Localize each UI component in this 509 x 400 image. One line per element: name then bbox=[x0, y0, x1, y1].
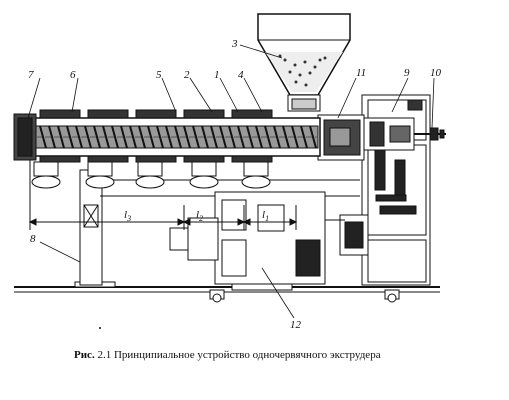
screw-flight bbox=[255, 125, 263, 149]
stray-dot bbox=[99, 327, 101, 329]
label-l2: l2 bbox=[196, 209, 203, 223]
thrust-bearing bbox=[317, 114, 365, 161]
cooling-fan bbox=[135, 161, 165, 189]
part-labels: 7 6 5 2 1 4 3 11 9 10 8 12 l3 l2 l1 bbox=[28, 38, 442, 331]
electric-motor bbox=[169, 191, 345, 291]
screw-flight bbox=[39, 125, 47, 149]
screw-flight bbox=[84, 125, 92, 149]
screw-flight bbox=[111, 125, 119, 149]
cooling-fans bbox=[31, 161, 271, 189]
caption-number: 2.1 bbox=[97, 349, 112, 361]
cooling-fan bbox=[189, 161, 219, 189]
screw-flight bbox=[93, 125, 101, 149]
screw-flight bbox=[165, 125, 173, 149]
screw-flight bbox=[300, 125, 308, 149]
drive-coupling bbox=[363, 117, 446, 151]
cooling-fan bbox=[31, 161, 61, 189]
label-12: 12 bbox=[290, 319, 302, 331]
screw-flight bbox=[192, 125, 200, 149]
screw-flight bbox=[309, 125, 317, 149]
screw-flight bbox=[282, 125, 290, 149]
label-2: 2 bbox=[184, 69, 190, 81]
leader-lines bbox=[27, 44, 435, 319]
label-l3: l3 bbox=[124, 209, 131, 223]
screw-flight bbox=[237, 125, 245, 149]
label-7: 7 bbox=[28, 69, 34, 81]
cooling-fan bbox=[85, 161, 115, 189]
label-4: 4 bbox=[238, 69, 244, 81]
screw-flight bbox=[129, 125, 137, 149]
label-5: 5 bbox=[156, 69, 162, 81]
screw-flight bbox=[183, 125, 191, 149]
caption-prefix: Рис. bbox=[74, 349, 95, 361]
label-3: 3 bbox=[231, 38, 238, 50]
hopper bbox=[257, 13, 351, 112]
screw-flight bbox=[156, 125, 164, 149]
label-11: 11 bbox=[356, 67, 366, 79]
screw-flight bbox=[120, 125, 128, 149]
label-8: 8 bbox=[30, 233, 36, 245]
screw-flight bbox=[219, 125, 227, 149]
screw-flight bbox=[57, 125, 65, 149]
screw-flight bbox=[264, 125, 272, 149]
screw-flight bbox=[273, 125, 281, 149]
screw bbox=[35, 125, 319, 149]
screw-flight bbox=[174, 125, 182, 149]
label-l1: l1 bbox=[262, 209, 269, 223]
screw-flight bbox=[210, 125, 218, 149]
label-1: 1 bbox=[214, 69, 220, 81]
label-10: 10 bbox=[430, 67, 442, 79]
caption-text: Принципиальное устройство одночервячного… bbox=[113, 349, 381, 361]
dimension-lines bbox=[28, 160, 298, 230]
screw-flight bbox=[291, 125, 299, 149]
screw-flight bbox=[102, 125, 110, 149]
screw-flight bbox=[201, 125, 209, 149]
cooling-fan bbox=[241, 161, 271, 189]
screw-flight bbox=[48, 125, 56, 149]
screw-flight bbox=[246, 125, 254, 149]
label-9: 9 bbox=[404, 67, 410, 79]
figure-caption: Рис. 2.1 Принципиальное устройство одноч… bbox=[74, 349, 381, 361]
screw-flight bbox=[138, 125, 146, 149]
label-6: 6 bbox=[70, 69, 76, 81]
screw-flight bbox=[147, 125, 155, 149]
screw-flight bbox=[228, 125, 236, 149]
screw-flight bbox=[75, 125, 83, 149]
screw-flight bbox=[66, 125, 74, 149]
